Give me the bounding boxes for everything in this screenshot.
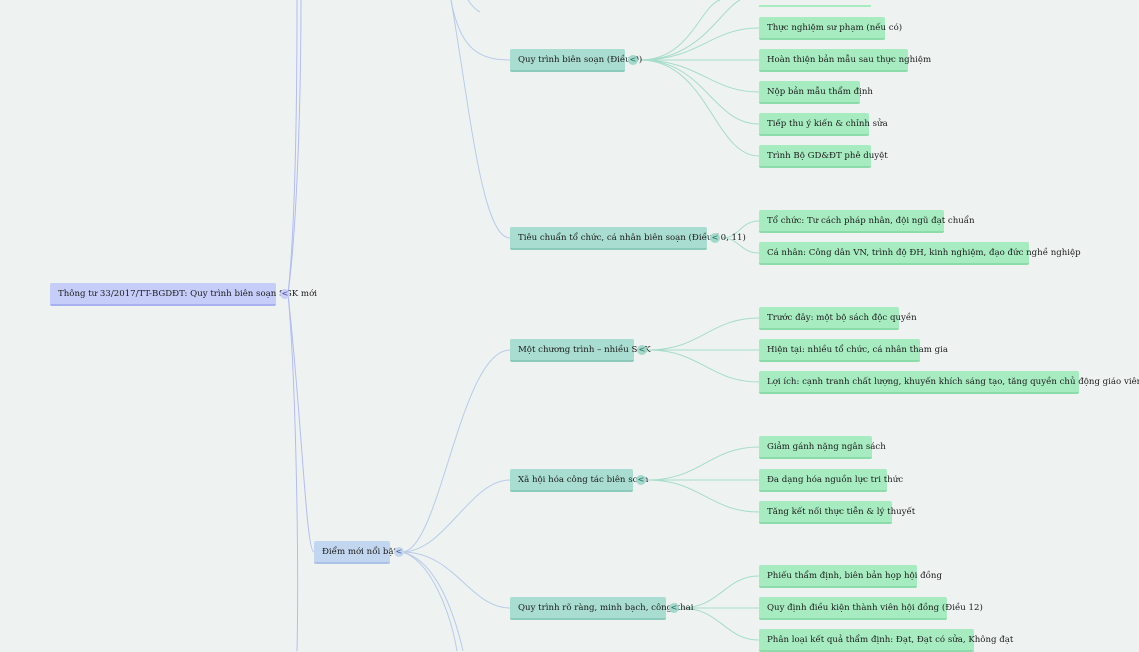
group-node-socialization[interactable]: Xã hội hóa công tác biên soạn [510, 469, 648, 492]
group-node-one-program-many-textbooks[interactable]: Một chương trình – nhiều SGK [510, 339, 651, 362]
group-node-drafting-process[interactable]: Quy trình biên soạn (Điều 9) [510, 49, 642, 72]
leaf-node[interactable]: Trình Bộ GD&ĐT phê duyệt [759, 145, 888, 168]
leaf-node[interactable]: Trước đây: một bộ sách độc quyền [759, 307, 917, 330]
leaf-connectors [639, 0, 760, 641]
leaf-node[interactable]: Nộp bản mẫu thẩm định [759, 81, 873, 104]
collapse-toggle-icon[interactable]: < [636, 475, 646, 485]
leaf-node[interactable]: Phân loại kết quả thẩm định: Đạt, Đạt có… [759, 629, 1013, 652]
group-node-transparent-process[interactable]: Quy trình rõ ràng, minh bạch, công khai [510, 597, 694, 620]
leaf-node[interactable]: Cá nhân: Công dân VN, trình độ ĐH, kinh … [759, 242, 1081, 265]
root-node[interactable]: Thông tư 33/2017/TT-BGDĐT: Quy trình biê… [50, 283, 317, 306]
collapse-toggle-icon[interactable]: < [637, 345, 647, 355]
collapse-toggle-icon[interactable]: < [394, 547, 404, 557]
collapse-toggle-icon[interactable]: < [710, 233, 720, 243]
leaf-node[interactable]: Giảm gánh nặng ngân sách [759, 436, 886, 459]
group-node-author-standards[interactable]: Tiêu chuẩn tổ chức, cá nhân biên soạn (Đ… [510, 227, 746, 250]
leaf-node[interactable]: Tiếp thu ý kiến & chỉnh sửa [759, 113, 888, 136]
branch-node-highlights[interactable]: Điểm mới nổi bật [314, 541, 397, 564]
leaf-node[interactable]: Thực nghiệm sư phạm (nếu có) [759, 17, 902, 40]
leaf-node[interactable]: Tổ chức: Tư cách pháp nhân, đội ngũ đạt … [759, 210, 975, 233]
leaf-node[interactable]: Đa dạng hóa nguồn lực tri thức [759, 469, 903, 492]
leaf-node[interactable]: Lợi ích: cạnh tranh chất lượng, khuyến k… [759, 371, 1139, 394]
collapse-toggle-icon[interactable]: < [280, 289, 290, 299]
collapse-toggle-icon[interactable]: < [669, 603, 679, 613]
leaf-node[interactable]: Tăng kết nối thực tiễn & lý thuyết [759, 501, 915, 524]
collapse-toggle-icon[interactable]: < [628, 55, 638, 65]
leaf-node[interactable]: Phiếu thẩm định, biên bản họp hội đồng [759, 565, 942, 588]
root-connectors [287, 0, 315, 651]
leaf-node[interactable]: Hoàn thiện bản mẫu sau thực nghiệm [759, 49, 931, 72]
branch-connectors [401, 0, 511, 651]
leaf-node[interactable]: Quy định điều kiện thành viên hội đồng (… [759, 597, 983, 620]
leaf-node[interactable]: Hiện tại: nhiều tổ chức, cá nhân tham gi… [759, 339, 948, 362]
